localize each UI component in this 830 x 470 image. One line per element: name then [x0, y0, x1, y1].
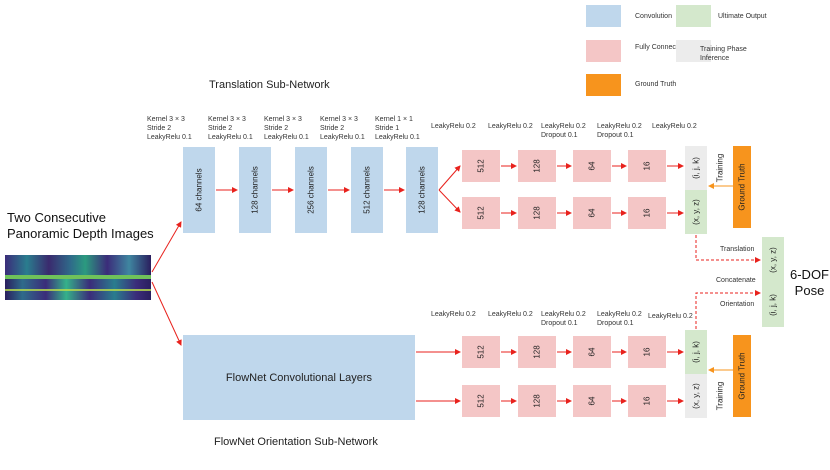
bottom-output-ijk: (i, j, k)	[685, 330, 707, 374]
arrow-translation-concat	[695, 235, 761, 263]
legend-swatch-convolution	[586, 5, 621, 27]
legend-swatch-ground-truth	[586, 74, 621, 96]
orientation-subnetwork-title: FlowNet Orientation Sub-Network	[214, 436, 378, 448]
fc-top-row1-64: 64	[573, 150, 611, 182]
fc-top-row2-64: 64	[573, 197, 611, 229]
fc-param-top-5: LeakyRelu 0.2	[652, 123, 697, 130]
ground-truth-arrows	[708, 183, 733, 373]
arrow-input-to-flownet	[151, 281, 182, 346]
top-output-xyz: (x, y, z)	[685, 190, 707, 234]
pose-output: (x, y, z) (i, j, k)	[762, 237, 784, 327]
arrow-orientation-concat	[695, 290, 761, 329]
fc-param-bottom-3: LeakyRelu 0.2 Dropout 0.1	[541, 311, 586, 327]
fc-top-row1-512: 512	[462, 150, 500, 182]
fc-top-row2-128: 128	[518, 197, 556, 229]
flownet-conv-layers: FlowNet Convolutional Layers	[183, 335, 415, 420]
fc-bottom-row1-64: 64	[573, 336, 611, 368]
legend-label-convolution: Convolution	[635, 13, 672, 20]
concat-orientation-label: Orientation	[720, 301, 755, 308]
legend-label-ground-truth: Ground Truth	[635, 81, 677, 88]
conv-layer-4: 512 channels	[351, 147, 383, 233]
conv-param-4: Kernel 3 × 3 Stride 2 LeakyRelu 0.1	[320, 116, 365, 141]
arrow-conv5-to-row2	[438, 189, 461, 213]
pose-title: 6-DOF Pose	[790, 267, 829, 298]
fc-param-bottom-1: LeakyRelu 0.2	[431, 311, 476, 318]
conv-layer-3: 256 channels	[295, 147, 327, 233]
legend-label-training-phase: Training Phase Inference	[700, 46, 747, 62]
arrow-input-to-conv	[151, 221, 182, 273]
panoramic-depth-image	[5, 255, 151, 300]
conv-layer-1: 64 channels	[183, 147, 215, 233]
fc-bottom-row1-16: 16	[628, 336, 666, 368]
fc-bottom-row2-16: 16	[628, 385, 666, 417]
fc-param-top-1: LeakyRelu 0.2	[431, 123, 476, 130]
bottom-fc-arrows	[501, 349, 684, 404]
fc-top-row1-128: 128	[518, 150, 556, 182]
top-ground-truth: Ground Truth	[733, 146, 751, 228]
conv-param-5: Kernel 1 × 1 Stride 1 LeakyRelu 0.1	[375, 116, 420, 141]
input-arrows	[151, 221, 182, 346]
panoramic-depth-image-top	[5, 255, 151, 275]
fc-param-bottom-2: LeakyRelu 0.2	[488, 311, 533, 318]
legend-swatch-ultimate-output	[676, 5, 711, 27]
bottom-output-xyz: (x, y, z)	[685, 374, 707, 418]
legend-swatch-training-phase	[676, 40, 711, 62]
top-output-ijk: (i, j, k)	[685, 146, 707, 190]
fc-bottom-row1-128: 128	[518, 336, 556, 368]
conv-layer-2: 128 channels	[239, 147, 271, 233]
arrow-conv5-to-row1	[438, 165, 461, 191]
bottom-ground-truth: Ground Truth	[733, 335, 751, 417]
conv-arrows	[216, 165, 461, 213]
fc-bottom-row1-512: 512	[462, 336, 500, 368]
input-images-title: Two Consecutive Panoramic Depth Images	[7, 210, 154, 241]
fc-top-row2-16: 16	[628, 197, 666, 229]
fc-bottom-row2-128: 128	[518, 385, 556, 417]
fc-top-row2-512: 512	[462, 197, 500, 229]
fc-param-bottom-4: LeakyRelu 0.2 Dropout 0.1	[597, 311, 642, 327]
concat-translation-label: Translation	[720, 246, 755, 253]
legend-label-fully-connected: Fully Connected	[635, 44, 686, 51]
fc-param-top-2: LeakyRelu 0.2	[488, 123, 533, 130]
fc-bottom-row2-512: 512	[462, 385, 500, 417]
panoramic-depth-image-stripe	[5, 289, 151, 291]
fc-bottom-row2-64: 64	[573, 385, 611, 417]
top-fc-arrows	[501, 163, 684, 216]
fc-param-bottom-5: LeakyRelu 0.2	[648, 313, 693, 320]
concat-concatenate-label: Concatenate	[716, 277, 756, 284]
conv-param-2: Kernel 3 × 3 Stride 2 LeakyRelu 0.1	[208, 116, 253, 141]
concat-arrows	[695, 235, 761, 329]
flownet-arrows	[416, 349, 461, 404]
flownet-conv-layers-label: FlowNet Convolutional Layers	[225, 371, 373, 384]
conv-param-1: Kernel 3 × 3 Stride 2 LeakyRelu 0.1	[147, 116, 192, 141]
panoramic-depth-image-divider	[5, 275, 151, 279]
conv-param-3: Kernel 3 × 3 Stride 2 LeakyRelu 0.1	[264, 116, 309, 141]
fc-param-top-3: LeakyRelu 0.2 Dropout 0.1	[541, 123, 586, 139]
legend-label-ultimate-output: Ultimate Output	[718, 13, 767, 20]
fc-top-row1-16: 16	[628, 150, 666, 182]
legend-swatch-fully-connected	[586, 40, 621, 62]
conv-layer-5: 128 channels	[406, 147, 438, 233]
fc-param-top-4: LeakyRelu 0.2 Dropout 0.1	[597, 123, 642, 139]
translation-subnetwork-title: Translation Sub-Network	[209, 79, 330, 91]
